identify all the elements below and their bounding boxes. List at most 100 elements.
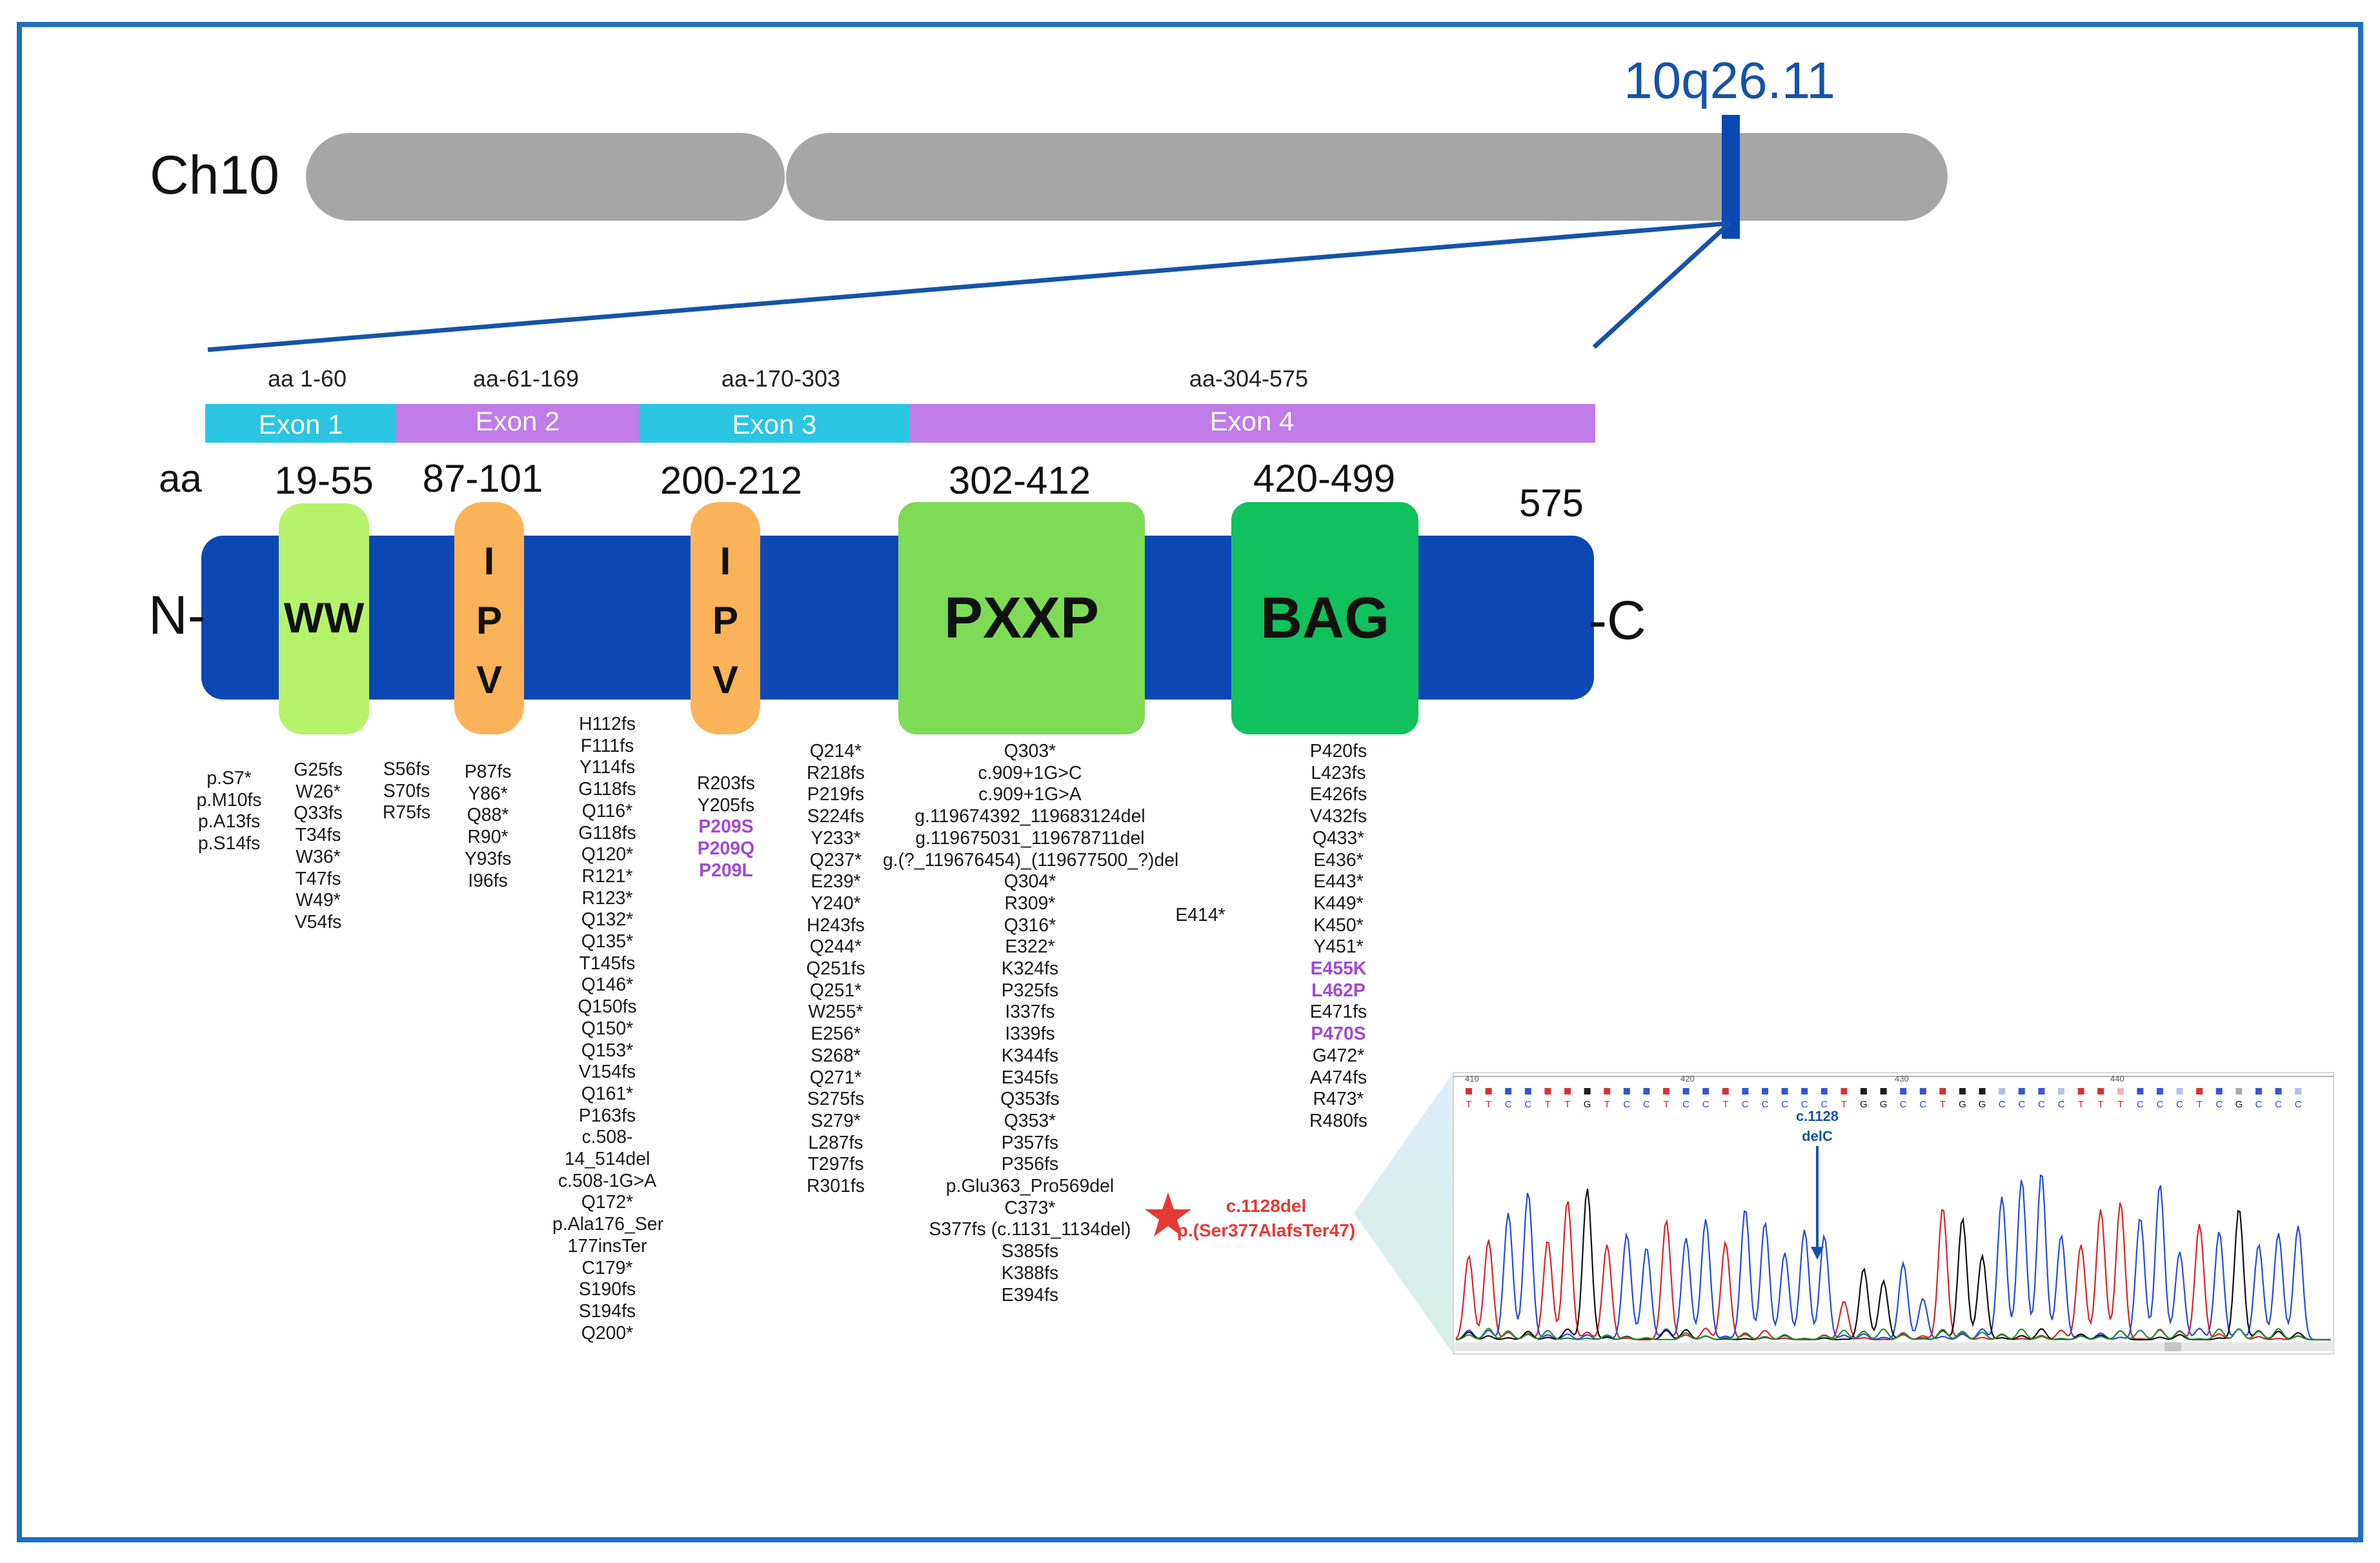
mutation-item: p.Glu363_Pro569del <box>945 1176 1114 1197</box>
base-call-letter: C <box>2018 1099 2025 1110</box>
mutation-item: S268* <box>811 1045 861 1066</box>
chromatogram-trace <box>1455 1327 2331 1341</box>
mutation-item: 177insTer <box>567 1235 647 1256</box>
mutation-item: Q433* <box>1312 827 1365 849</box>
base-call-letter: T <box>1545 1099 1551 1110</box>
mutation-item: H112fs <box>579 714 636 734</box>
mutation-item: T34fs <box>295 825 341 846</box>
base-quality-marker <box>1801 1088 1808 1094</box>
mutation-item: c.508- <box>581 1127 633 1148</box>
mutation-item: Q303* <box>1003 741 1056 761</box>
novel-variant-line-2: p.(Ser377AlafsTer47) <box>1177 1220 1356 1240</box>
base-call-letter: C <box>2038 1099 2045 1110</box>
mutation-item: S279* <box>811 1110 861 1131</box>
domain-ww <box>279 503 369 734</box>
base-call-letter: C <box>1682 1099 1689 1110</box>
mutation-item: K450* <box>1313 914 1364 936</box>
mutation-item: E345fs <box>1001 1067 1059 1088</box>
base-call-letter: C <box>1623 1099 1630 1110</box>
mutation-item: p.M10fs <box>196 789 262 811</box>
chromatogram-scroll-thumb <box>2164 1342 2181 1351</box>
exon-3-block <box>639 404 910 443</box>
mutation-item: A474fs <box>1309 1067 1367 1088</box>
base-call-letter: C <box>1900 1099 1907 1110</box>
base-quality-marker <box>1623 1088 1630 1094</box>
mutation-item: Y93fs <box>464 848 512 869</box>
mutation-item: R309* <box>1004 892 1056 914</box>
mutation-item: Q135* <box>581 931 634 953</box>
base-quality-marker <box>1820 1088 1828 1094</box>
mutation-item: G118fs <box>578 822 636 843</box>
n-terminus-label: N- <box>148 585 206 645</box>
base-quality-marker <box>2038 1088 2045 1094</box>
mutation-item: S377fs (c.1131_1134del) <box>929 1219 1131 1240</box>
base-quality-marker <box>1959 1088 1966 1094</box>
mutation-item: p.S14fs <box>197 833 261 854</box>
mutation-item: P420fs <box>1309 741 1367 761</box>
domain-ipv1-letter-3: V <box>476 658 502 701</box>
base-quality-marker <box>2157 1088 2163 1094</box>
mutation-item: W255* <box>808 1002 863 1023</box>
mutation-item: E436* <box>1313 849 1364 871</box>
mutation-item: K388fs <box>1001 1262 1059 1284</box>
domain-ipv2 <box>691 502 760 734</box>
base-quality-marker <box>1742 1088 1749 1094</box>
figure-border <box>17 22 2363 1542</box>
mutation-item: R218fs <box>807 762 865 783</box>
base-quality-marker <box>2018 1088 2025 1094</box>
exon-2-block <box>396 404 639 443</box>
mutation-item: E256* <box>811 1024 861 1045</box>
base-quality-marker <box>2215 1088 2223 1094</box>
base-call-letter: G <box>1959 1099 1966 1110</box>
base-call-letter: T <box>2117 1099 2123 1110</box>
base-quality-marker <box>1466 1088 1472 1094</box>
mutation-item: G25fs <box>294 760 343 780</box>
base-call-letter: T <box>1722 1099 1728 1110</box>
mutation-item: Q120* <box>581 844 634 865</box>
mutation-item: R90* <box>467 827 509 848</box>
base-quality-marker <box>2196 1088 2203 1094</box>
mutation-item: H243fs <box>807 914 865 936</box>
base-call-letter: T <box>1466 1099 1471 1110</box>
mutation-item: Y114fs <box>579 757 636 778</box>
base-call-letter: G <box>1979 1099 1986 1110</box>
mutation-item: Q251fs <box>806 958 865 980</box>
domain-range-ipv2: 200-212 <box>660 459 802 502</box>
mutation-item: F111fs <box>580 735 634 756</box>
base-call-letter: C <box>1524 1099 1531 1110</box>
exon-2-label: Exon 2 <box>476 406 560 436</box>
mutation-item: G118fs <box>578 779 636 800</box>
base-call-letter: C <box>1702 1099 1709 1110</box>
aa-label: aa <box>159 457 202 500</box>
base-quality-marker <box>2295 1088 2302 1094</box>
mutation-column-pre-bag: E414* <box>1162 905 1239 927</box>
base-call-letter: G <box>2235 1099 2243 1110</box>
base-quality-marker <box>1861 1088 1867 1094</box>
mutation-item: c.909+1G>C <box>978 762 1082 783</box>
mutation-item: 14_514del <box>564 1149 650 1170</box>
chromatogram-arrowhead-icon <box>1811 1247 1824 1260</box>
mutation-item: g.(?_119676454)_(119677500_?)del <box>883 849 1179 871</box>
base-call-letter: C <box>2255 1099 2263 1110</box>
mutation-item: C179* <box>581 1257 633 1278</box>
chromatogram-position-420: 420 <box>1680 1074 1695 1084</box>
base-quality-marker <box>1999 1088 2006 1094</box>
base-call-letter: C <box>1643 1099 1650 1110</box>
domain-ipv2-letter-1: I <box>720 539 731 583</box>
mutation-item: W49* <box>296 890 341 911</box>
band-label: 10q26.11 <box>1624 52 1835 109</box>
mutation-item: V154fs <box>578 1062 636 1083</box>
base-quality-marker <box>1682 1088 1689 1094</box>
chromatogram-scrollbar <box>1453 1342 2334 1351</box>
mutation-item: K449* <box>1313 892 1364 914</box>
mutation-item: R301fs <box>807 1176 865 1197</box>
base-quality-marker <box>2137 1088 2144 1094</box>
base-call-letter: T <box>2197 1099 2203 1110</box>
chromosome-arm-q <box>786 133 1948 221</box>
base-call-letter: T <box>1663 1099 1669 1110</box>
mutation-item: R480fs <box>1309 1110 1367 1131</box>
